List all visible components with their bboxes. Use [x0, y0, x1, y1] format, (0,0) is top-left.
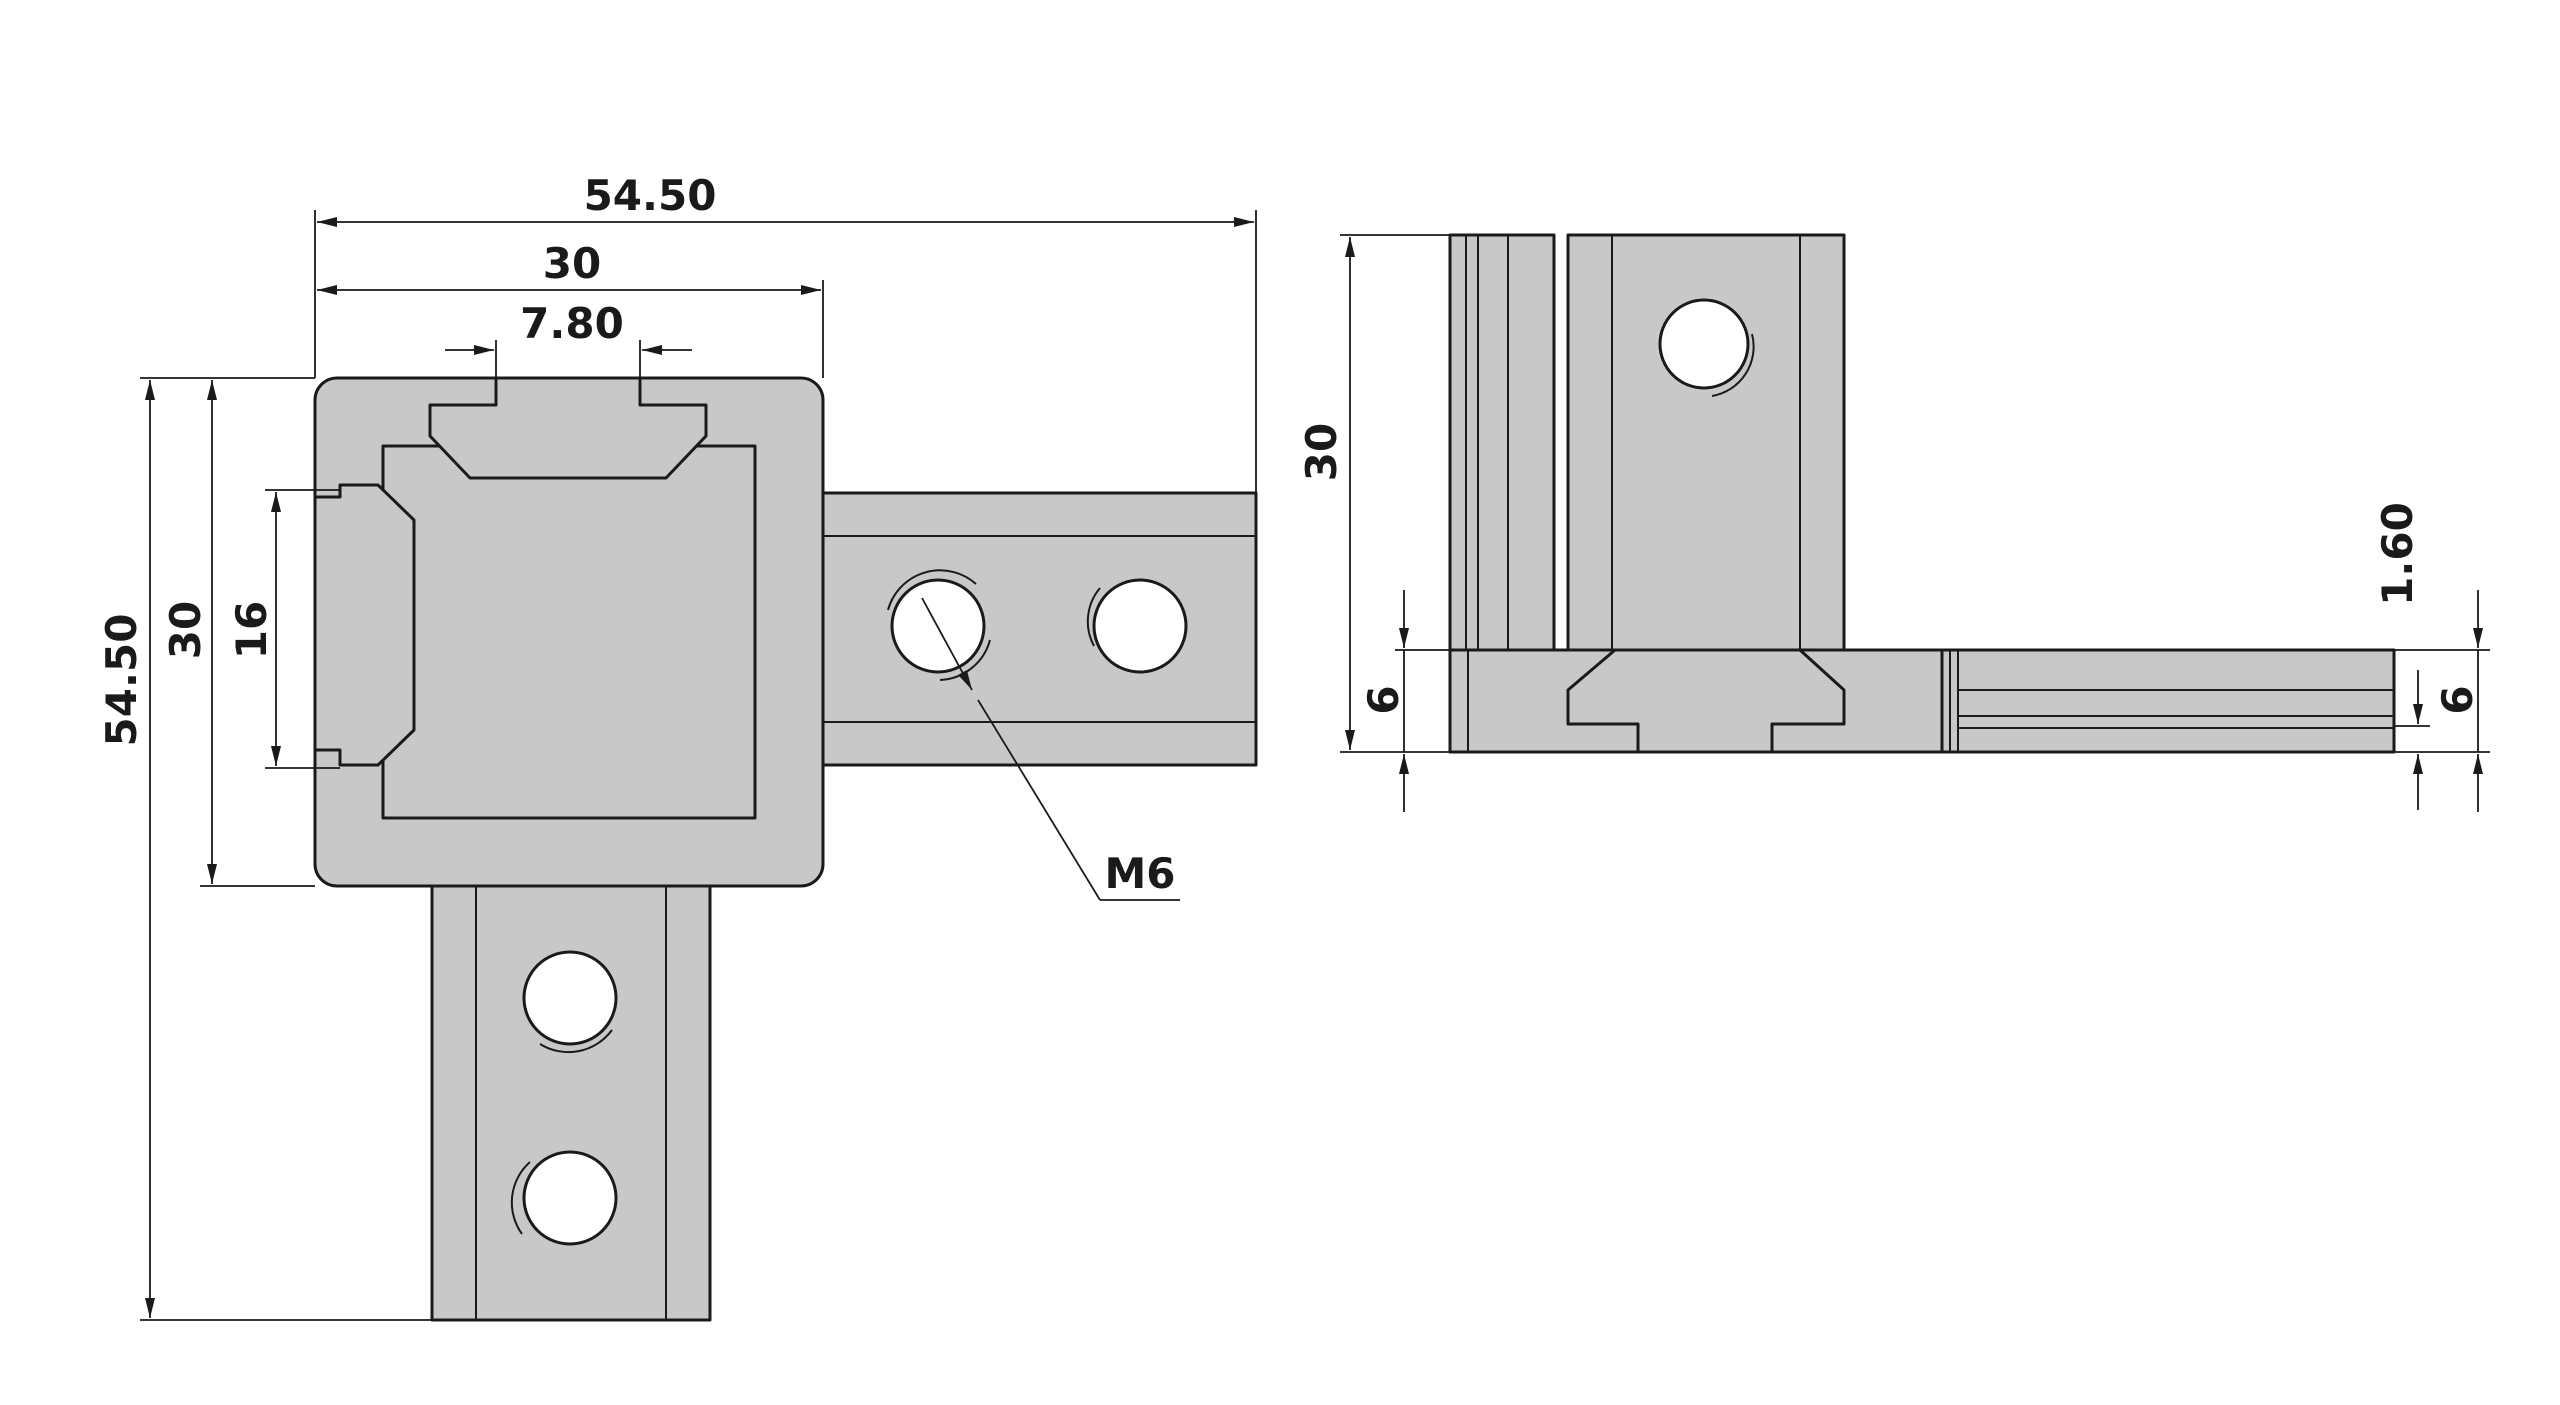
dim-side-slot: 16 [227, 601, 276, 659]
front-left-slot [313, 483, 416, 767]
dim-slot-width: 7.80 [520, 299, 624, 348]
front-bottom-arm [430, 878, 712, 1322]
hole-icon [510, 1150, 618, 1246]
hole-icon [1086, 578, 1188, 674]
dim-overall-width: 54.50 [584, 171, 717, 220]
side-horizontal-arm [1940, 648, 2396, 754]
dim-profile-height: 30 [161, 601, 210, 659]
thread-callout: M6 [1104, 849, 1175, 898]
side-base-slot [1566, 648, 1846, 752]
hole-icon [1658, 298, 1755, 397]
dim-arm-offset: 1.60 [2373, 502, 2422, 606]
front-right-arm [818, 491, 1258, 767]
side-main-plate [1566, 233, 1846, 652]
dim-overall-height: 54.50 [97, 614, 146, 747]
dim-side-thickness: 6 [1359, 685, 1408, 714]
dim-profile-width: 30 [543, 239, 601, 288]
side-base [1448, 648, 1952, 754]
front-view: 54.50 30 7.80 54.50 30 16 M6 [97, 171, 1258, 1322]
dim-side-height: 30 [1297, 423, 1346, 481]
hole-icon [522, 950, 618, 1054]
side-view: 30 6 6 1.60 [1297, 233, 2490, 812]
dim-arm-thickness: 6 [2433, 685, 2482, 714]
